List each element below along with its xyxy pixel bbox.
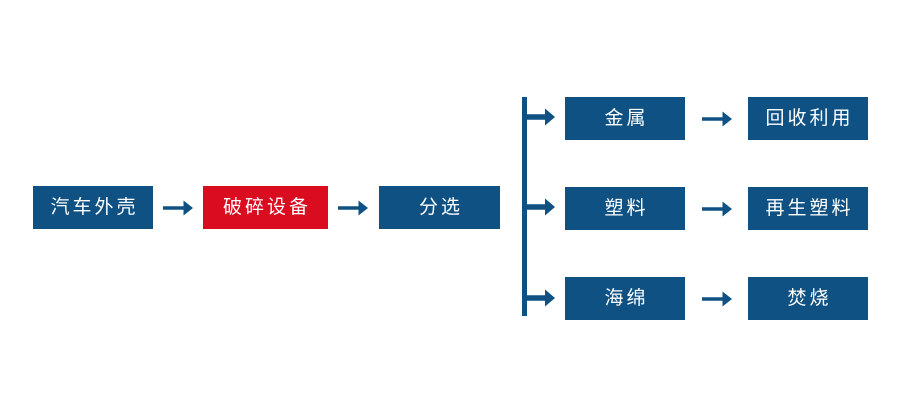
arrow-right-icon	[161, 193, 195, 223]
branch-arrow-right-icon	[524, 104, 558, 130]
node-destination-recycle[interactable]: 回收利用	[748, 97, 868, 140]
node-destination-regenerated-plastic[interactable]: 再生塑料	[748, 187, 868, 230]
node-material-plastic[interactable]: 塑料	[565, 187, 685, 230]
arrow-right-icon	[700, 194, 734, 224]
branch-arrow-right-icon	[524, 285, 558, 311]
node-sorting[interactable]: 分选	[379, 186, 500, 229]
node-material-metal[interactable]: 金属	[565, 97, 685, 140]
node-material-sponge[interactable]: 海绵	[565, 277, 685, 320]
node-destination-incineration[interactable]: 焚烧	[748, 277, 868, 320]
branch-arrow-right-icon	[524, 194, 558, 220]
node-car-shell[interactable]: 汽车外壳	[33, 186, 153, 229]
arrow-right-icon	[336, 193, 370, 223]
arrow-right-icon	[700, 104, 734, 134]
node-crusher-equipment[interactable]: 破碎设备	[203, 186, 328, 229]
arrow-right-icon	[700, 284, 734, 314]
